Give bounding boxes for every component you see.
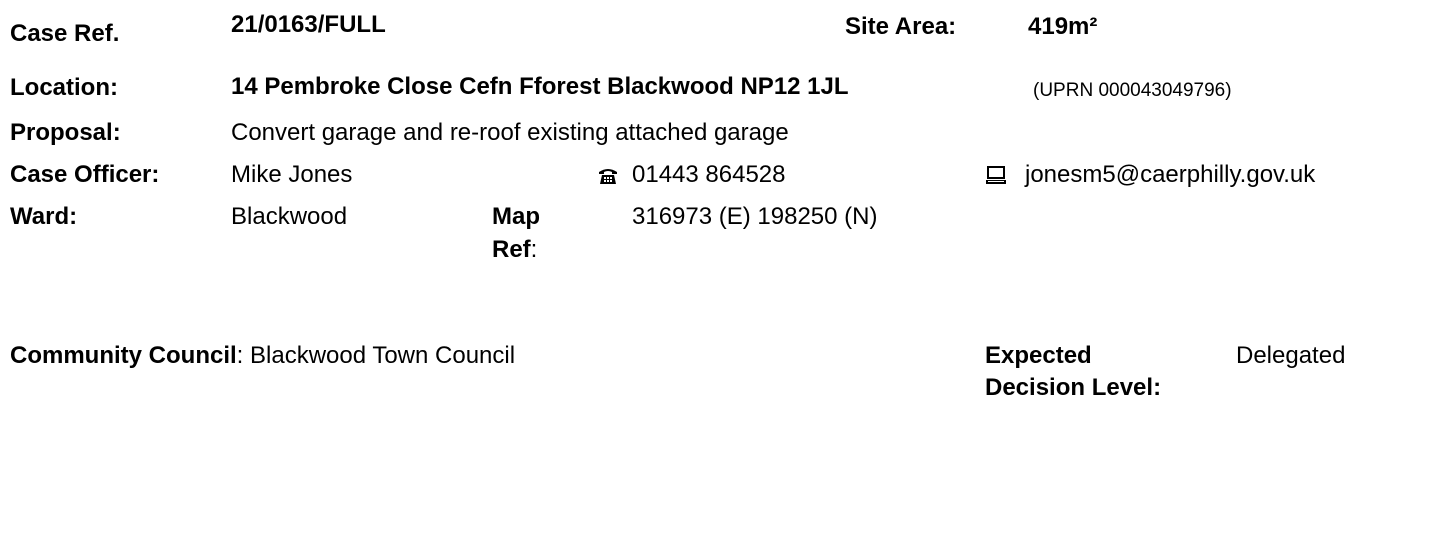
case-officer-label: Case Officer:	[10, 161, 160, 188]
decision-level-label-line1: Expected	[985, 342, 1092, 369]
email-address: jonesm5@caerphilly.gov.uk	[1025, 161, 1316, 188]
case-officer-name: Mike Jones	[231, 161, 353, 188]
case-ref-label: Case Ref.	[10, 20, 120, 47]
case-ref-value: 21/0163/FULL	[231, 11, 386, 38]
proposal-value: Convert garage and re-roof existing atta…	[231, 119, 789, 146]
location-value: 14 Pembroke Close Cefn Fforest Blackwood…	[231, 73, 849, 100]
map-ref-label-line1: Map	[492, 203, 540, 230]
computer-icon	[985, 164, 1007, 186]
phone-number: 01443 864528	[632, 161, 786, 188]
community-council-value: Blackwood Town Council	[250, 342, 516, 369]
map-ref-value: 316973 (E) 198250 (N)	[632, 203, 878, 230]
location-label: Location:	[10, 74, 118, 101]
telephone-icon	[597, 164, 619, 186]
site-area-value: 419m²	[1028, 13, 1098, 40]
site-area-label: Site Area:	[845, 13, 957, 40]
map-ref-label-word: Ref	[492, 236, 531, 263]
map-ref-label-line2: Ref:	[492, 236, 537, 263]
ward-value: Blackwood	[231, 203, 348, 230]
community-council: Community Council: Blackwood Town Counci…	[10, 342, 515, 369]
community-council-label: Community Council	[10, 342, 237, 369]
proposal-label: Proposal:	[10, 119, 121, 146]
uprn: (UPRN 000043049796)	[1033, 80, 1232, 101]
decision-level-value: Delegated	[1236, 342, 1346, 369]
decision-level-label-line2: Decision Level:	[985, 374, 1162, 401]
community-council-colon: :	[236, 342, 244, 369]
ward-label: Ward:	[10, 203, 78, 230]
map-ref-colon: :	[530, 236, 538, 263]
